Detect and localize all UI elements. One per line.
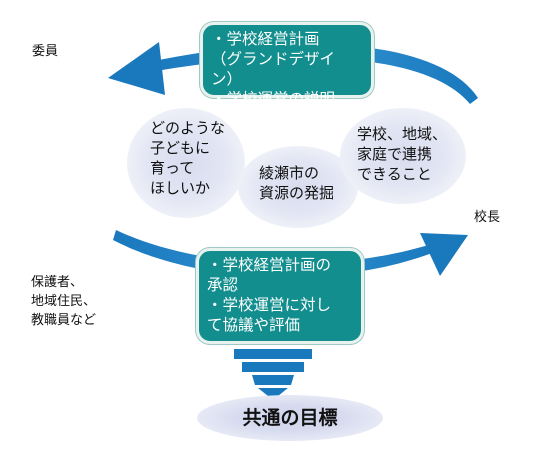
members-label: 保護者、 地域住民、 教職員など: [31, 275, 97, 328]
committee-label: 委員: [32, 44, 59, 59]
funnel-bar-4: [258, 388, 288, 400]
principal-label: 校長: [474, 210, 501, 225]
resources-bubble-text: 綾瀬市の 資源の発掘: [259, 164, 335, 202]
funnel-bar-2: [242, 362, 304, 372]
common-goal-text: 共通の目標: [242, 407, 338, 429]
bottom-approval-box: ・学校経営計画の 承認 ・学校運営に対し て協議や評価: [196, 248, 364, 344]
top-arrow-head: [108, 42, 165, 95]
partnership-bubble: [340, 108, 466, 204]
common-goal-ellipse: [197, 395, 383, 441]
funnel-bar-3: [252, 375, 294, 385]
funnel-bar-1: [234, 349, 312, 359]
children-bubble: [127, 108, 245, 218]
partnership-bubble-text: 学校、地域、 家庭で連携 できること: [357, 125, 448, 183]
children-bubble-text: どのような 子どもに 育って ほしいか: [150, 119, 226, 197]
bottom-arrow-head: [420, 233, 468, 276]
resources-bubble: [238, 146, 358, 228]
top-plan-box: ・学校経営計画 （グランドデザイン） ・学校運営の説明: [200, 22, 374, 108]
